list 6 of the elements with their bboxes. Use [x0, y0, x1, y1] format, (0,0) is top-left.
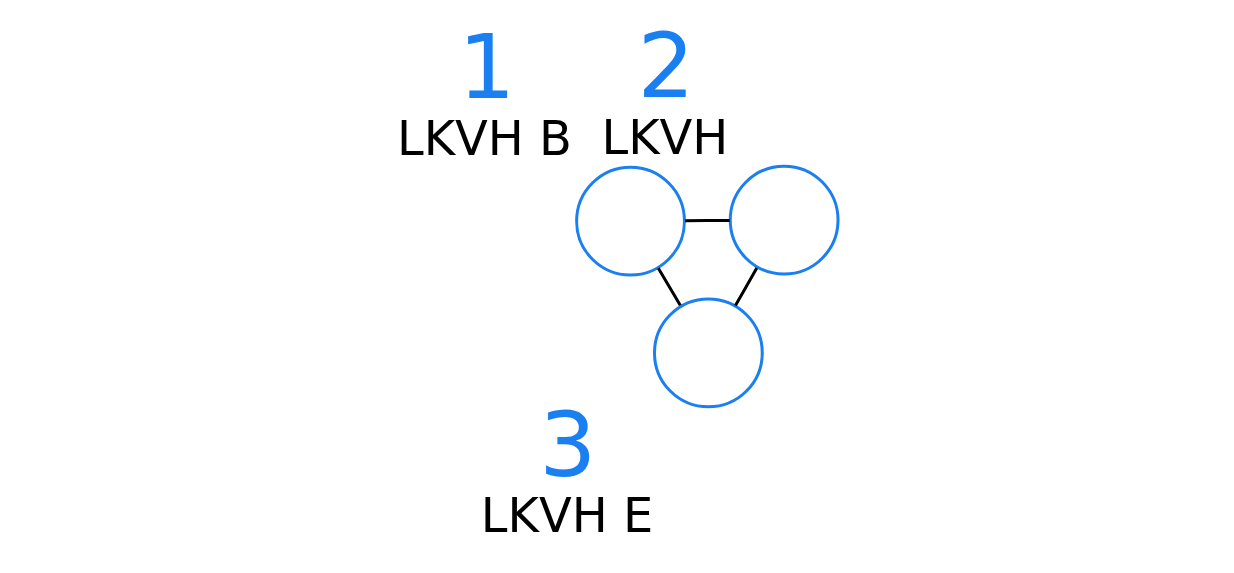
node-circle [574, 165, 686, 277]
node-circle [728, 164, 839, 276]
node-circle [652, 297, 764, 409]
connector [733, 267, 758, 307]
connector [656, 267, 682, 307]
connector [684, 219, 730, 223]
